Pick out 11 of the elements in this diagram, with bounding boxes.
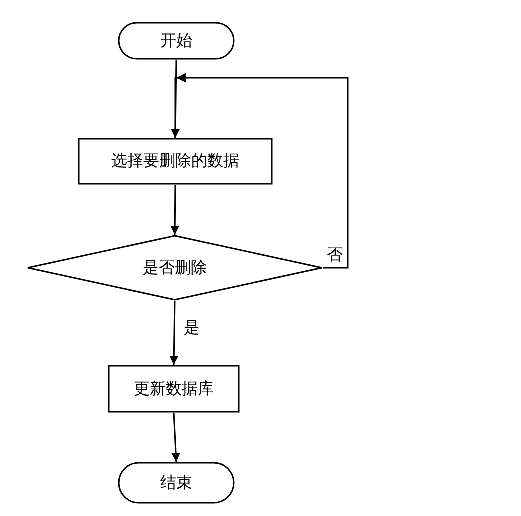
arrow [170, 185, 180, 235]
arrow [171, 73, 349, 269]
edge-label: 否 [326, 246, 344, 264]
decision-diamond: 是否删除 [27, 235, 323, 301]
process-box: 选择要删除的数据 [78, 138, 273, 185]
arrow [172, 412, 181, 462]
terminal-shape: 结束 [118, 462, 235, 504]
edge-label: 是 [183, 319, 201, 337]
terminal-shape: 开始 [118, 22, 235, 60]
arrow [170, 300, 179, 366]
process-box: 更新数据库 [108, 365, 240, 413]
